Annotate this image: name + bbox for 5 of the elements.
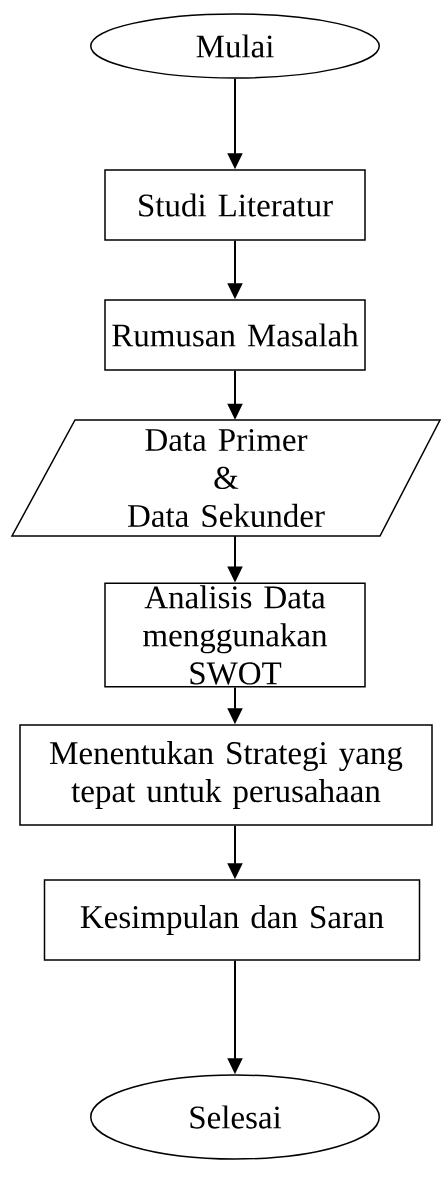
process-box: Menentukan Strategi yang tepat untuk perusahaan	[19, 724, 433, 826]
process-box: Kesimpulan dan Saran	[43, 879, 421, 961]
process-box: Studi Literatur	[104, 169, 366, 241]
process-box: Analisis Data menggunakan SWOT	[104, 582, 366, 688]
process-box: Rumusan Masalah	[104, 299, 366, 371]
